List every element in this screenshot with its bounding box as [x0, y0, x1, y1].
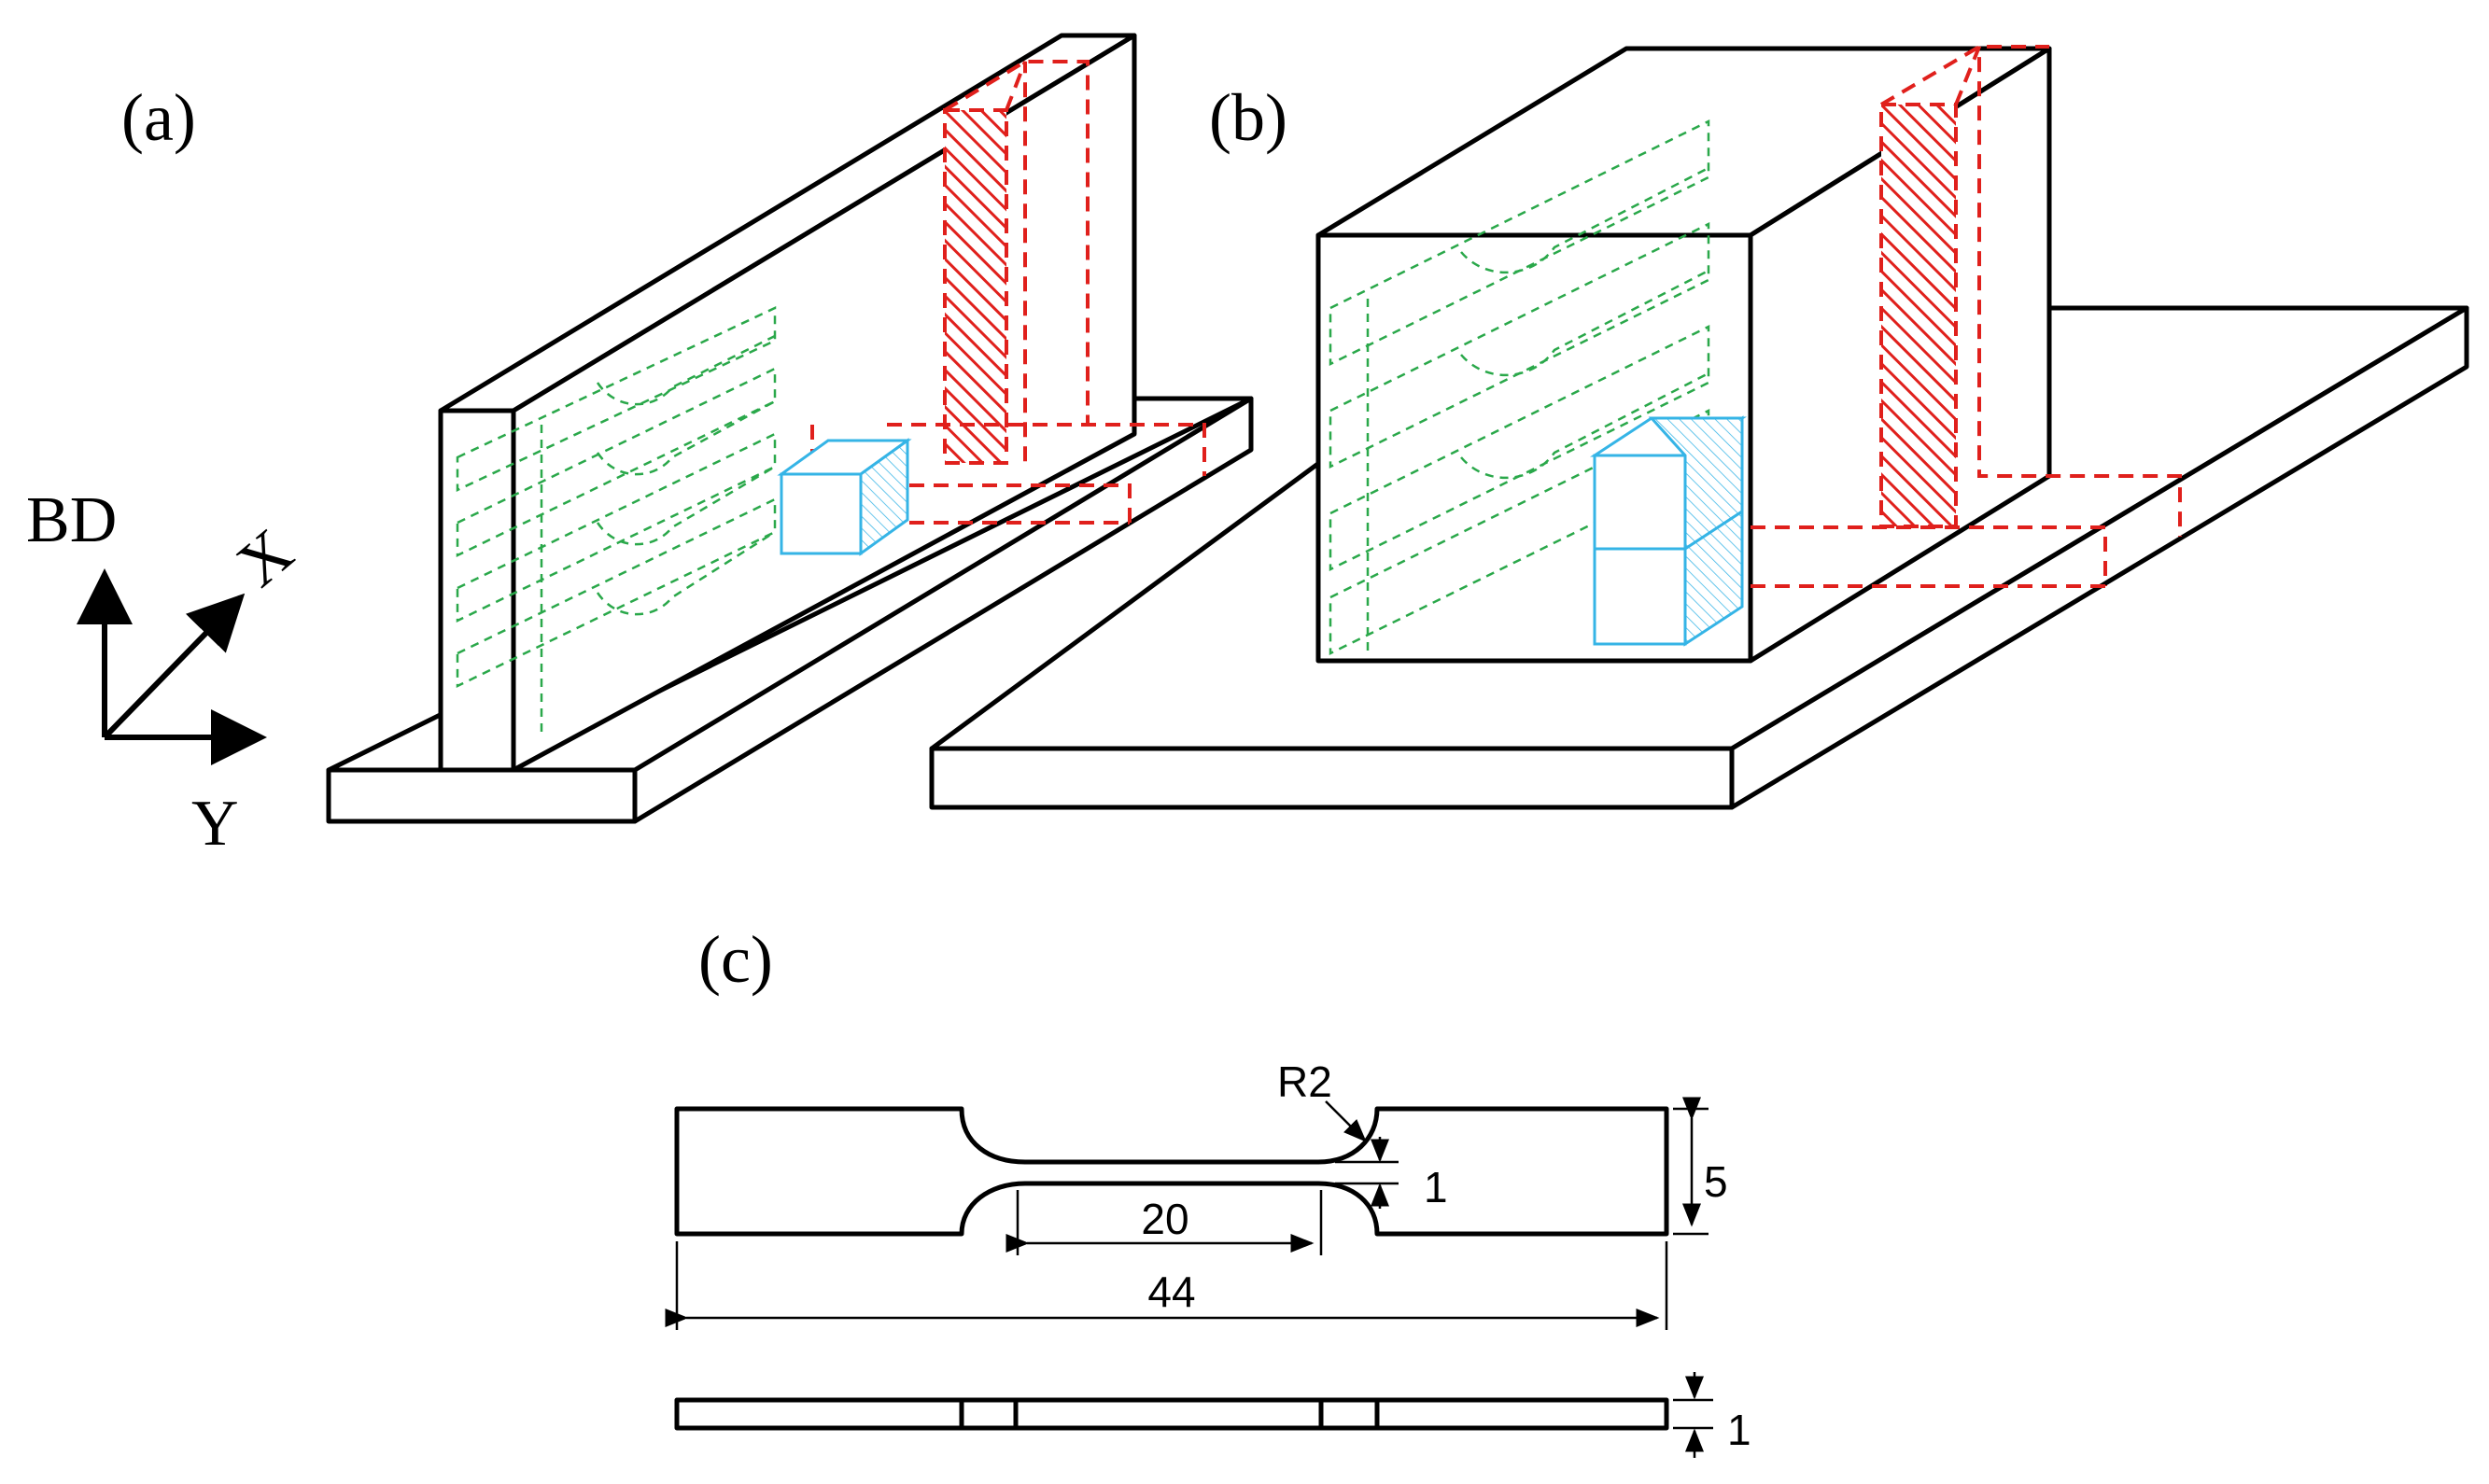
wall-a-front	[438, 408, 516, 773]
cube-samples-b	[1589, 415, 1748, 647]
dimension-grip-width: 5	[1673, 1097, 1728, 1236]
y-axis-label: Y	[191, 788, 239, 860]
base-a-front	[326, 767, 638, 824]
dimension-thickness: 1	[1673, 1372, 1751, 1458]
base-b-front	[929, 746, 1735, 810]
hatched-column-a	[943, 108, 1008, 465]
gauge-width-label: 1	[1424, 1163, 1448, 1211]
thickness-label: 1	[1727, 1406, 1751, 1454]
total-length-label: 44	[1147, 1267, 1195, 1316]
axes-indicator: BD X Y	[26, 484, 306, 860]
base-b-side	[1729, 305, 2469, 810]
panel-a-thin-wall: (a)	[121, 33, 1254, 824]
dimension-total-length: 44	[665, 1241, 1668, 1330]
specimen-top-view	[674, 1106, 1669, 1237]
panel-b-label: (b)	[1209, 80, 1287, 155]
x-axis-arrow	[102, 593, 246, 740]
gauge-length-label: 20	[1141, 1195, 1188, 1243]
x-axis-label: X	[224, 515, 306, 600]
grip-width-label: 5	[1704, 1157, 1728, 1206]
dimension-gauge-length: 20	[1005, 1190, 1323, 1255]
red-sample-outlines-b	[1751, 45, 2182, 588]
hatched-column-b	[1879, 103, 1958, 528]
panel-c-specimen: (c) 20 44 5	[665, 922, 1751, 1458]
panel-b-block: (b)	[929, 45, 2469, 810]
bd-axis-label: BD	[26, 484, 117, 556]
tensile-samples-b	[1329, 119, 1710, 656]
panel-c-label: (c)	[698, 922, 773, 997]
panel-a-label: (a)	[121, 80, 196, 155]
cube-sample-a	[777, 438, 912, 556]
specimen-side-view	[674, 1397, 1669, 1431]
tensile-samples-a	[456, 306, 777, 737]
dimension-gauge-width: 1 R2	[1277, 1057, 1448, 1211]
radius-label: R2	[1277, 1057, 1332, 1106]
